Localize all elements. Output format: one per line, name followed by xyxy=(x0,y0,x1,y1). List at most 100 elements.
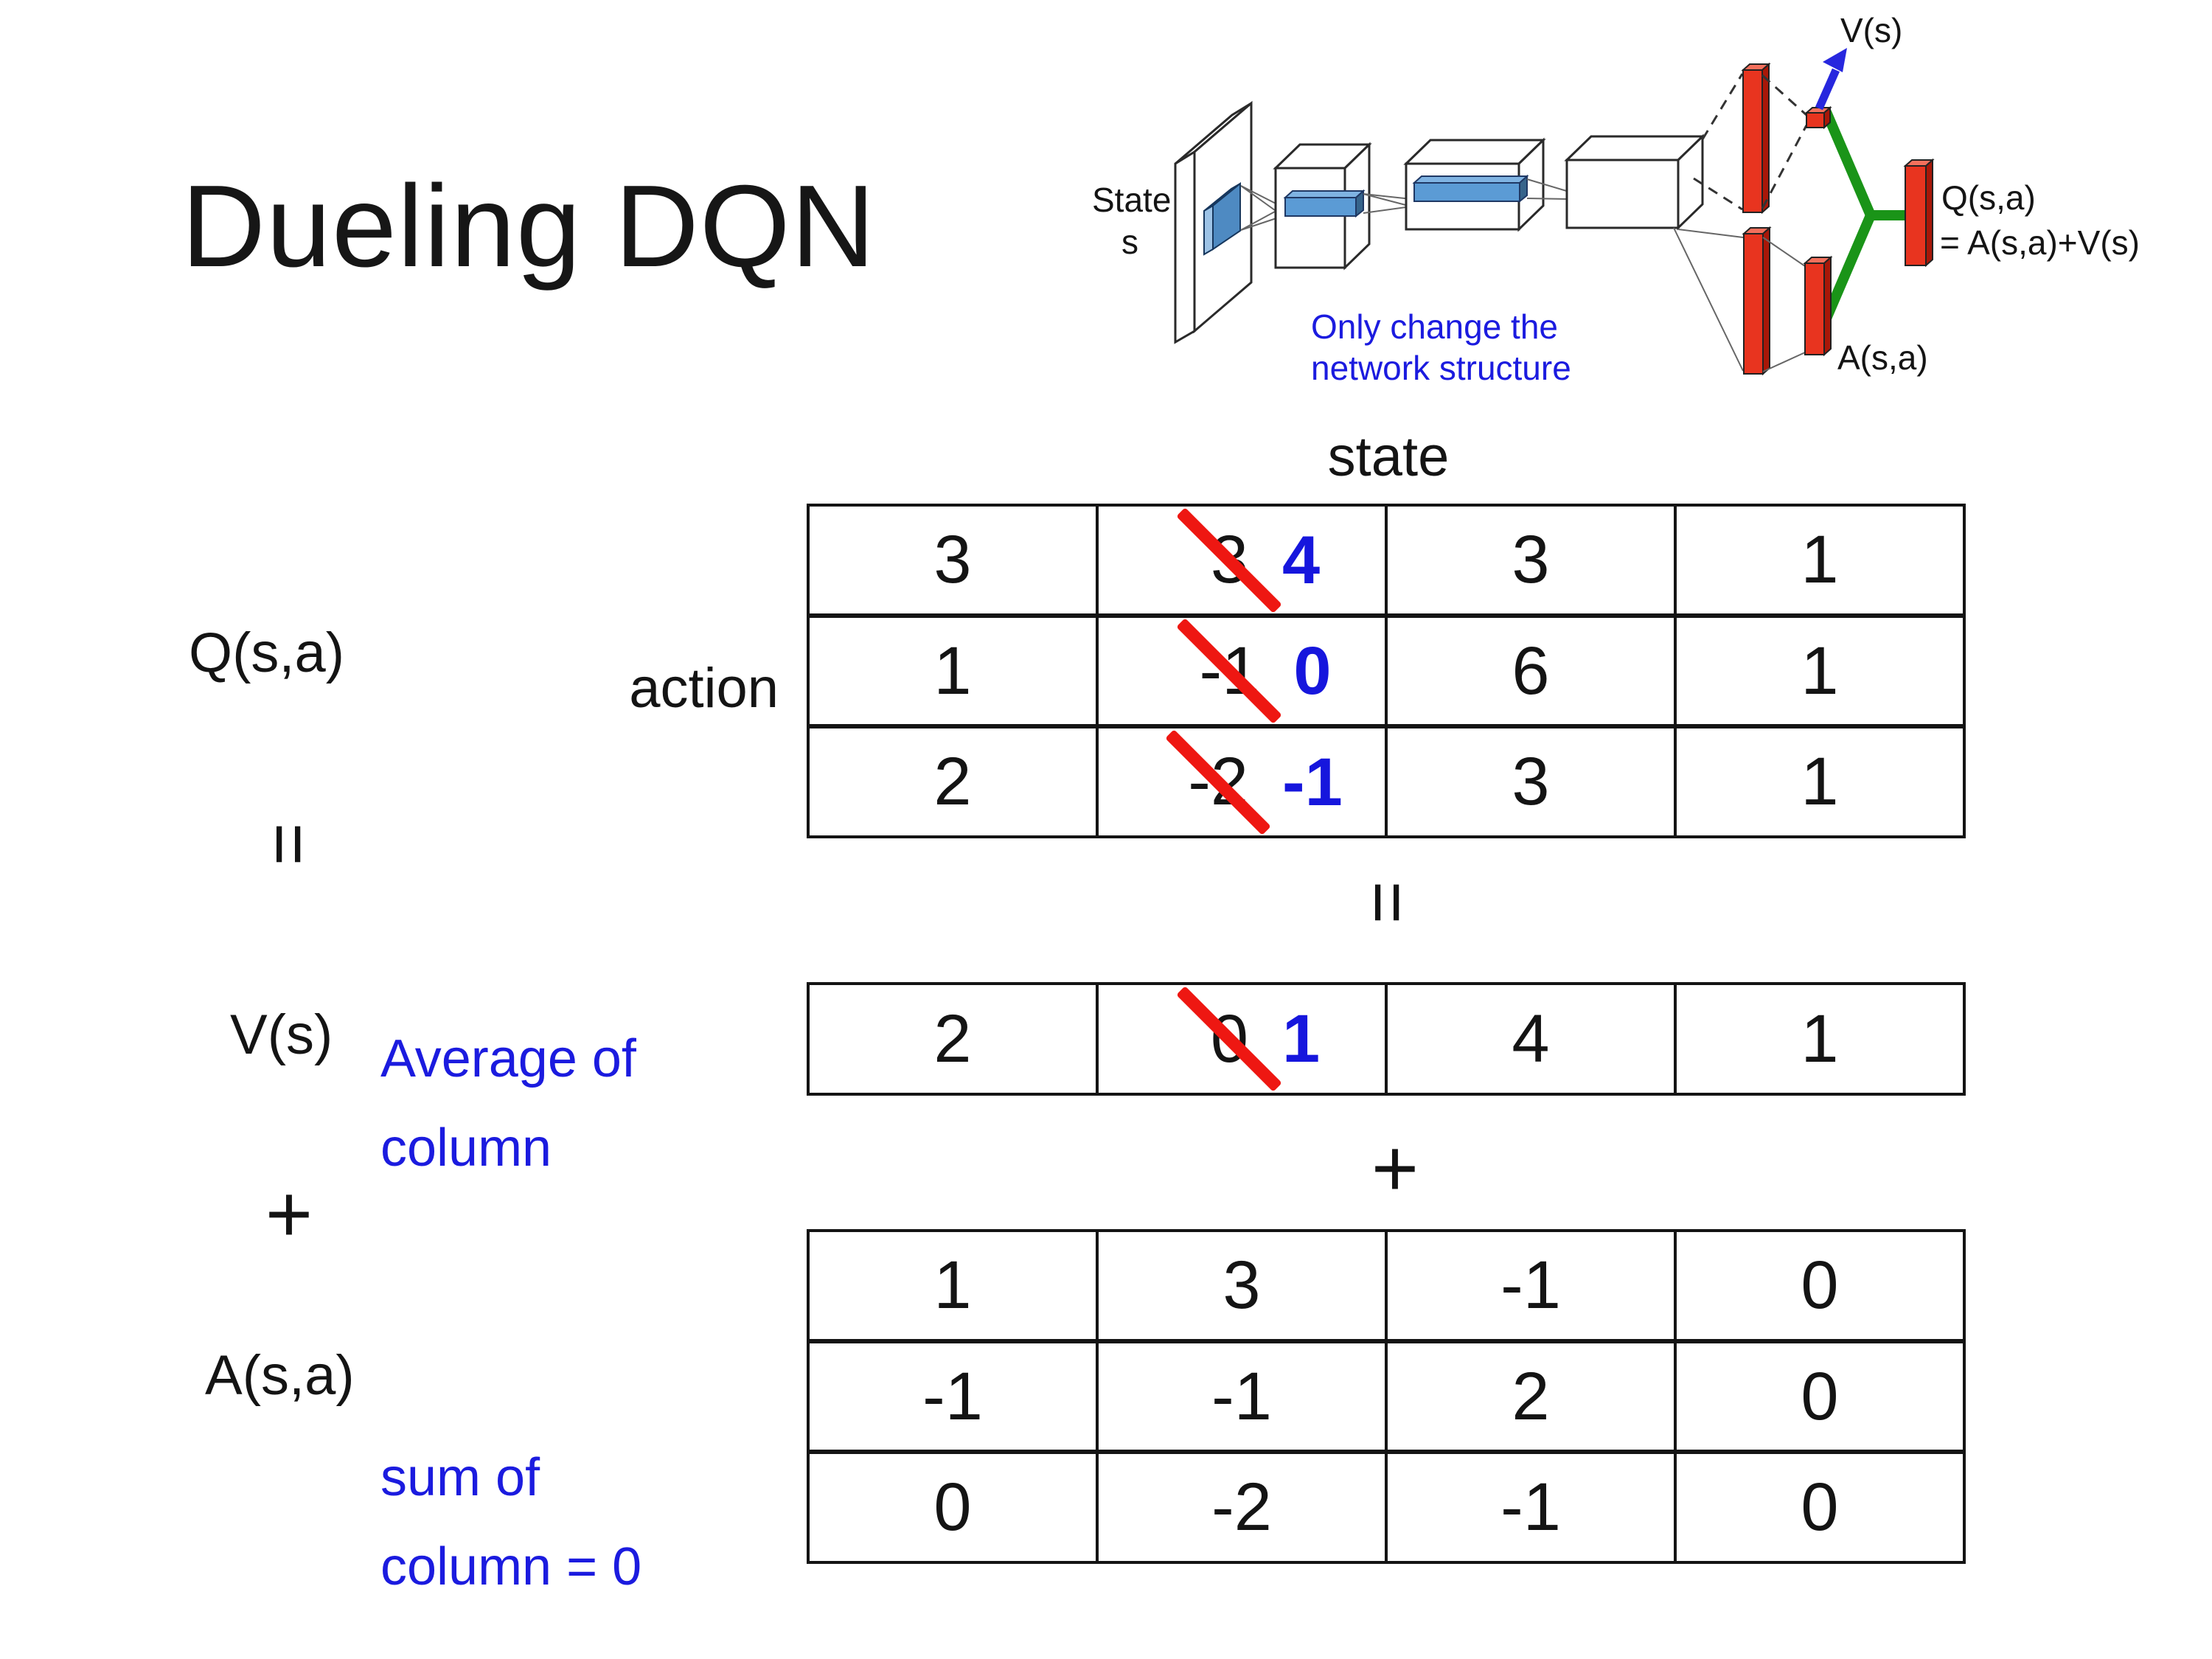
diagram-state-sub-label: s xyxy=(1121,223,1138,261)
v-cell-c3: 1 xyxy=(1674,982,1966,1096)
a-cell-r0c3: 0 xyxy=(1674,1229,1966,1343)
cell-value: 3 xyxy=(1512,522,1550,597)
diagram-note-line2: network structure xyxy=(1311,349,1571,387)
new-value: 1 xyxy=(1282,1001,1321,1077)
cell-value: 1 xyxy=(1801,744,1839,819)
a-term-label: A(s,a) xyxy=(205,1344,355,1407)
struck-value: -2 xyxy=(1165,728,1271,835)
plus-sign-mid: + xyxy=(1371,1123,1419,1214)
q-cell-r2c3: 1 xyxy=(1674,724,1966,838)
cell-value: -1 xyxy=(1500,1470,1561,1545)
fc-bar-bottom xyxy=(1742,226,1772,376)
cell-value: -1 xyxy=(922,1358,983,1434)
cell-value: 1 xyxy=(1801,522,1839,597)
struck-value: 3 xyxy=(1176,507,1283,613)
cell-value: 0 xyxy=(1801,1248,1839,1323)
feature-slab-1 xyxy=(1283,189,1366,218)
q-cell-r2c2: 3 xyxy=(1385,724,1677,838)
conv-funnel-3 xyxy=(1526,178,1570,200)
network-architecture-diagram: State s V(s) Q(s,a) = A(s,a)+V(s) A(s,a)… xyxy=(1092,11,2140,387)
cell-value: 3 xyxy=(1222,1248,1261,1323)
combine-link-green xyxy=(1821,110,1907,321)
corrected-cell: -1 0 xyxy=(1122,618,1408,724)
cell-value: -2 xyxy=(1211,1470,1272,1545)
a-node xyxy=(1803,255,1833,357)
fc-bar-top xyxy=(1741,62,1771,215)
sum-of-column-note: sum of column = 0 xyxy=(380,1433,641,1612)
slide-title: Dueling DQN xyxy=(181,161,876,291)
sum-note-line1: sum of xyxy=(380,1448,540,1507)
new-value: 4 xyxy=(1282,522,1321,598)
cell-value: 0 xyxy=(1801,1470,1839,1545)
q-cell-r1c3: 1 xyxy=(1674,613,1966,728)
cell-value: 0 xyxy=(1801,1358,1839,1434)
a-cell-r0c1: 3 xyxy=(1096,1229,1388,1343)
feature-slab-2 xyxy=(1412,174,1529,204)
corrected-cell: -2 -1 xyxy=(1122,728,1408,835)
sum-note-line2: column = 0 xyxy=(380,1537,642,1596)
diagram-v-output-label: V(s) xyxy=(1840,11,1902,49)
v-table-row: 2 0 1 4 1 xyxy=(807,982,1966,1096)
a-table: 1 3 -1 0 -1 -1 2 0 0 -2 -1 0 xyxy=(807,1229,1966,1564)
conv-box-3 xyxy=(1564,133,1705,231)
cell-value: 1 xyxy=(933,1248,972,1323)
cell-value: -1 xyxy=(1500,1248,1561,1323)
equals-glyph: = xyxy=(1346,880,1429,925)
q-cell-r0c3: 1 xyxy=(1674,504,1966,617)
cell-value: 4 xyxy=(1512,1001,1550,1077)
q-table-row: 1 -1 0 6 1 xyxy=(807,613,1966,728)
cell-value: 2 xyxy=(1512,1358,1550,1434)
average-note-line1: Average of xyxy=(380,1029,636,1088)
v-node xyxy=(1804,105,1832,130)
q-cell-r2c1: -2 -1 xyxy=(1096,724,1388,838)
q-cell-r0c2: 3 xyxy=(1385,504,1677,617)
cell-value: 3 xyxy=(1512,744,1550,819)
cell-value: 2 xyxy=(933,1001,972,1077)
a-cell-r2c0: 0 xyxy=(807,1450,1099,1564)
diagram-a-output-label: A(s,a) xyxy=(1837,338,1928,377)
a-cell-r1c2: 2 xyxy=(1385,1339,1677,1453)
q-table-row: 2 -2 -1 3 1 xyxy=(807,724,1966,838)
a-cell-r2c2: -1 xyxy=(1385,1450,1677,1564)
equals-rotated-left: = xyxy=(237,793,341,896)
average-note-line2: column xyxy=(380,1118,552,1178)
average-of-column-note: Average of column xyxy=(380,1015,636,1193)
q-cell-r2c0: 2 xyxy=(807,724,1099,838)
a-cell-r1c3: 0 xyxy=(1674,1339,1966,1453)
v-term-label: V(s) xyxy=(230,1004,333,1066)
q-table-row: 3 3 4 3 1 xyxy=(807,504,1966,617)
a-table-row: 0 -2 -1 0 xyxy=(807,1450,1966,1564)
equals-rotated-mid: = xyxy=(1336,851,1439,954)
cell-value: 1 xyxy=(933,633,972,709)
equals-glyph: = xyxy=(248,822,330,866)
new-value: 0 xyxy=(1293,633,1332,709)
struck-value: -1 xyxy=(1176,618,1283,724)
v-cell-c2: 4 xyxy=(1385,982,1677,1096)
diagram-note-line1: Only change the xyxy=(1311,307,1558,346)
a-table-row: 1 3 -1 0 xyxy=(807,1229,1966,1343)
cell-value: -1 xyxy=(1211,1358,1272,1434)
a-table-row: -1 -1 2 0 xyxy=(807,1339,1966,1453)
a-cell-r1c1: -1 xyxy=(1096,1339,1388,1453)
cell-value: 3 xyxy=(933,522,972,597)
q-term-label: Q(s,a) xyxy=(189,622,345,684)
cell-value: 1 xyxy=(1801,633,1839,709)
corrected-cell: 3 4 xyxy=(1122,507,1408,613)
q-node xyxy=(1903,158,1935,268)
corrected-cell: 0 1 xyxy=(1122,986,1408,1092)
v-cell-c0: 2 xyxy=(807,982,1099,1096)
v-table: 2 0 1 4 1 xyxy=(807,982,1966,1096)
a-cell-r0c0: 1 xyxy=(807,1229,1099,1343)
action-header: action xyxy=(629,657,779,720)
v-cell-c1: 0 1 xyxy=(1096,982,1388,1096)
diagram-state-label: State xyxy=(1092,181,1171,219)
a-cell-r2c3: 0 xyxy=(1674,1450,1966,1564)
cell-value: 6 xyxy=(1512,633,1550,709)
struck-value: 0 xyxy=(1176,986,1283,1092)
a-cell-r1c0: -1 xyxy=(807,1339,1099,1453)
q-cell-r0c0: 3 xyxy=(807,504,1099,617)
cell-value: 2 xyxy=(933,744,972,819)
plus-sign-left: + xyxy=(265,1169,313,1259)
fc-fan-lines xyxy=(1673,73,1744,372)
